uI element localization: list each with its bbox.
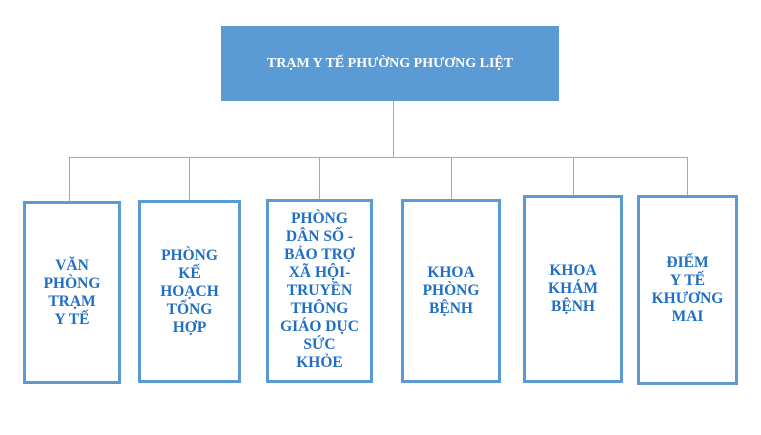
connector-drop-5 [573,157,574,196]
root-label: TRẠM Y TẾ PHƯỜNG PHƯƠNG LIỆT [266,55,514,71]
unit-khoa-phong-benh: KHOA PHÒNG BỆNH [401,199,501,383]
connector-drop-3 [319,157,320,200]
connector-horizontal [69,157,688,158]
unit-label: KHOA PHÒNG BỆNH [422,264,480,317]
connector-drop-2 [189,157,190,201]
unit-label: VĂN PHÒNG TRẠM Y TẾ [43,256,101,328]
unit-label: PHÒNG KẾ HOẠCH TỔNG HỢP [160,246,219,336]
connector-drop-4 [451,157,452,200]
connector-root-down [393,101,394,157]
unit-van-phong: VĂN PHÒNG TRẠM Y TẾ [23,201,121,384]
root-node: TRẠM Y TẾ PHƯỜNG PHƯƠNG LIỆT [221,26,559,101]
unit-label: KHOA KHÁM BỆNH [548,262,598,315]
unit-diem-y-te: ĐIỂM Y TẾ KHƯƠNG MAI [637,195,738,385]
unit-ke-hoach: PHÒNG KẾ HOẠCH TỔNG HỢP [138,200,241,383]
unit-label: PHÒNG DÂN SỐ - BẢO TRỢ XÃ HỘI- TRUYỀN TH… [280,210,359,371]
unit-label: ĐIỂM Y TẾ KHƯƠNG MAI [651,254,724,325]
connector-drop-1 [69,157,70,202]
unit-dan-so: PHÒNG DÂN SỐ - BẢO TRỢ XÃ HỘI- TRUYỀN TH… [266,199,373,383]
unit-khoa-kham-benh: KHOA KHÁM BỆNH [523,195,623,383]
connector-drop-6 [687,157,688,196]
